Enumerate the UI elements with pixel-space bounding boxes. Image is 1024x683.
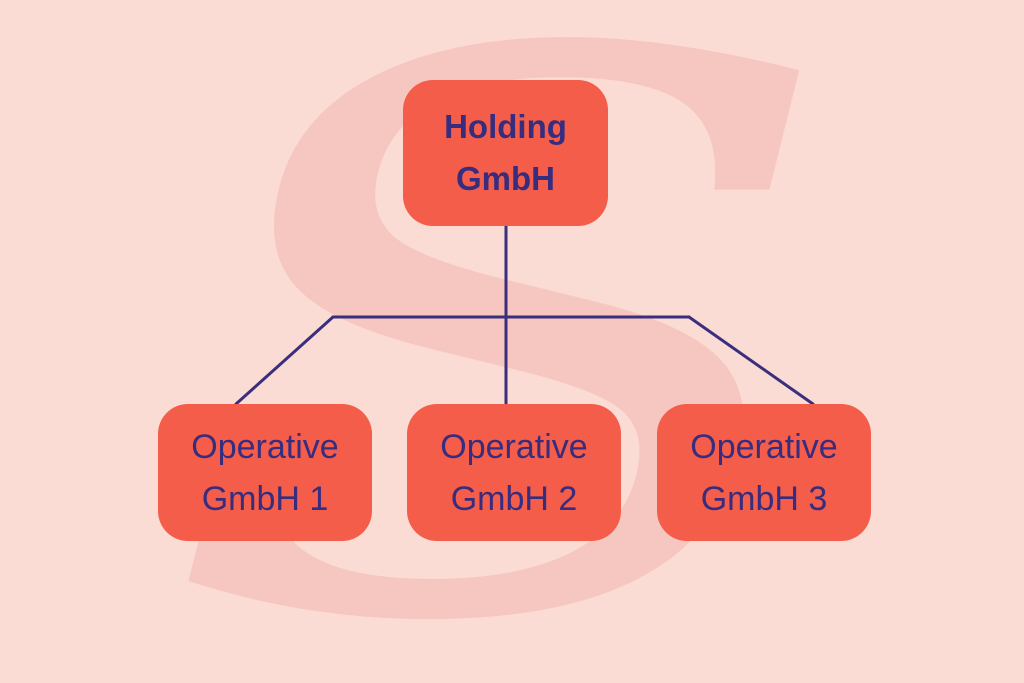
node-operative-3-label-line2: GmbH 3 (700, 479, 828, 518)
node-operative-gmbh-2: Operative GmbH 2 (407, 404, 621, 541)
node-holding-label-line2: GmbH (456, 160, 555, 197)
node-operative-gmbh-1: Operative GmbH 1 (158, 404, 372, 541)
connector-to-child-1 (234, 315, 335, 406)
node-operative-1-label-line1: Operative (191, 427, 339, 466)
node-holding-label-line1: Holding (444, 108, 567, 145)
node-operative-2-label-line1: Operative (440, 427, 588, 466)
node-operative-3-label-line1: Operative (690, 427, 838, 466)
node-operative-1-label-line2: GmbH 1 (201, 479, 329, 518)
node-holding-gmbh: Holding GmbH (403, 80, 608, 226)
node-operative-gmbh-3: Operative GmbH 3 (657, 404, 871, 541)
node-operative-2-label-line2: GmbH 2 (450, 479, 578, 518)
connector-to-child-3 (687, 315, 815, 406)
